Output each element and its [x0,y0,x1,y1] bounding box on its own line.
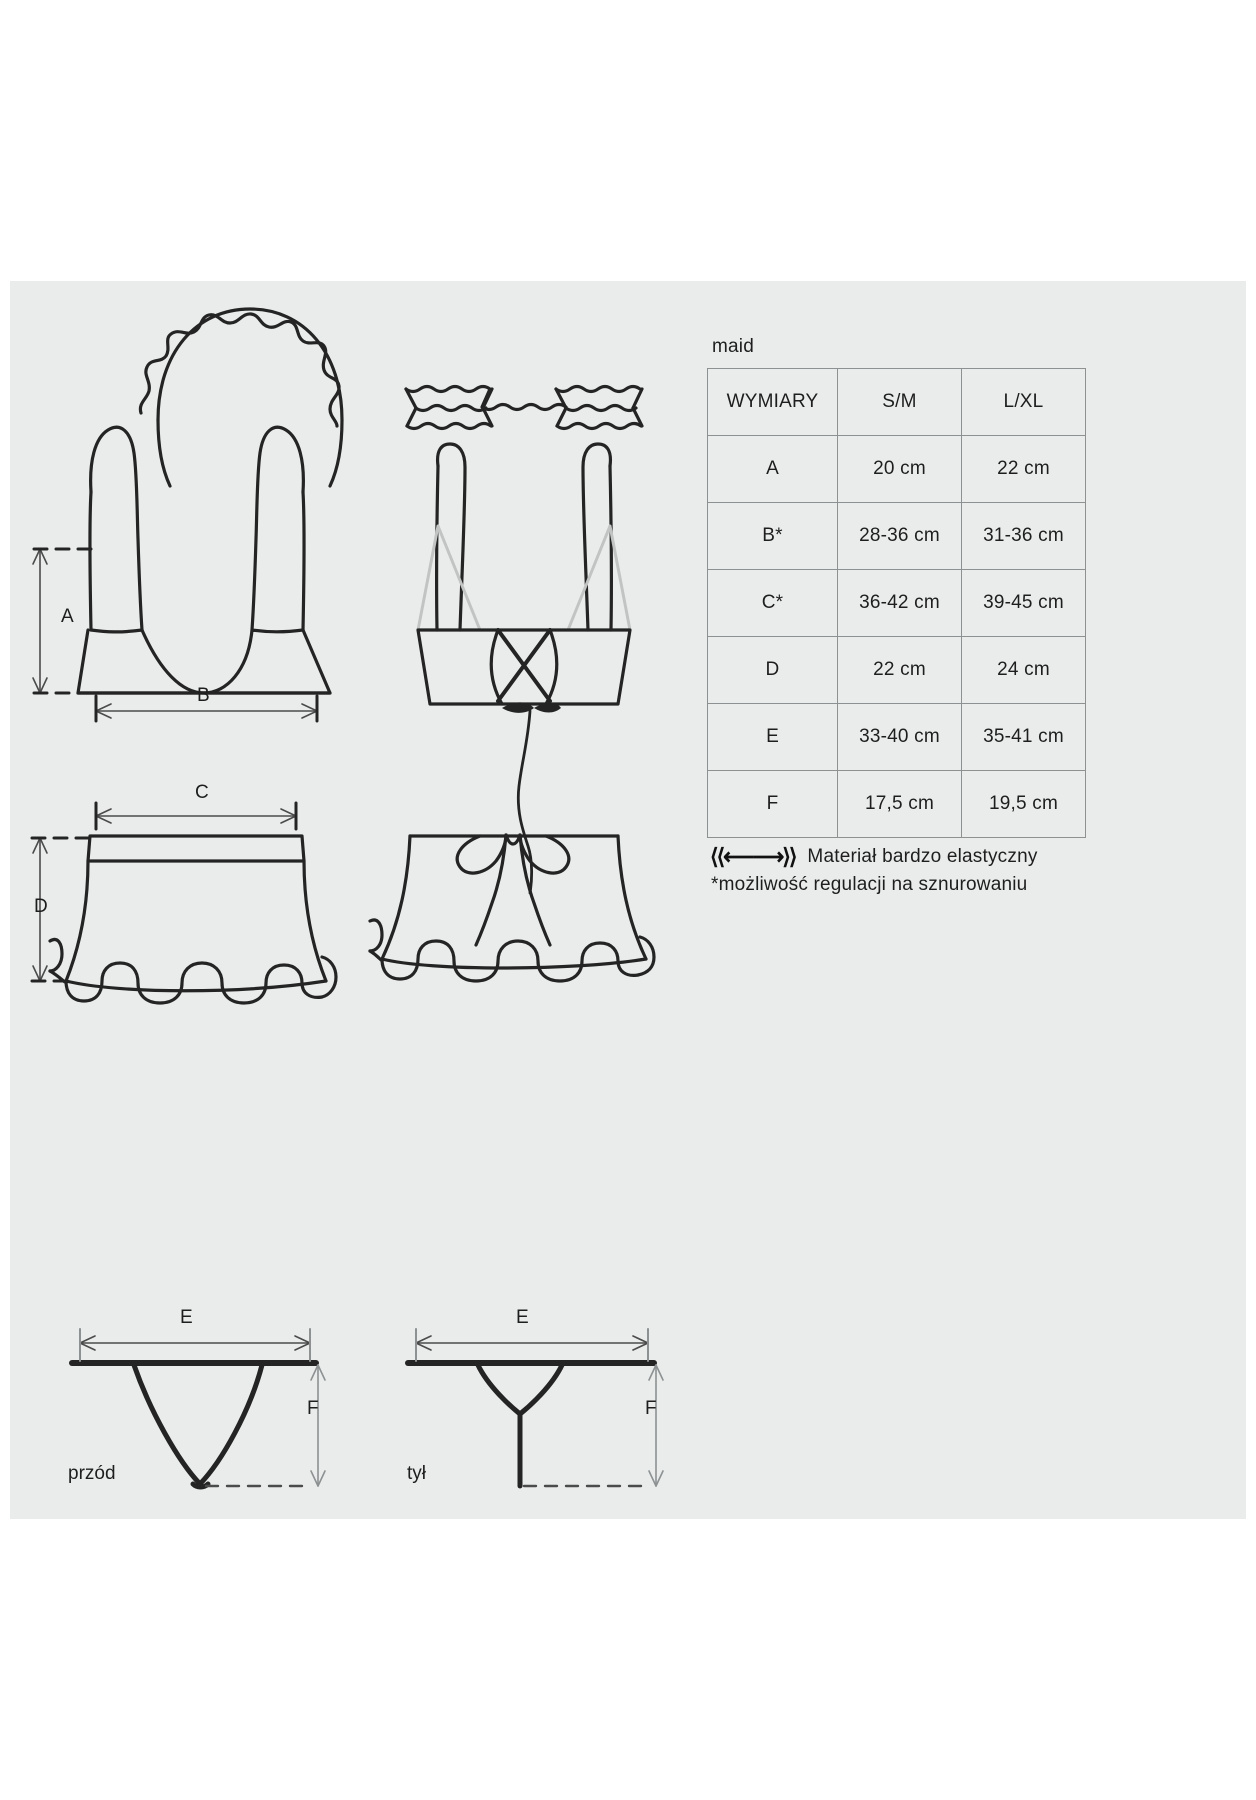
size-table: WYMIARY S/M L/XL A 20 cm 22 cm B* 28-36 … [707,368,1086,838]
dimension-label-d: D [34,896,48,917]
cell-lxl: 39-45 cm [961,569,1086,637]
table-row: B* 28-36 cm 31-36 cm [707,502,1086,570]
bra-back-illustration [404,384,644,895]
dimension-label-a: A [61,606,74,627]
skirt-front-illustration [48,834,338,1005]
row-label: A [707,435,838,503]
dimension-label-c: C [195,782,209,803]
size-table-container: maid WYMIARY S/M L/XL A 20 cm 22 cm B* 2… [707,336,1086,838]
dimension-c [94,801,298,831]
dimension-a [32,547,100,695]
row-label: B* [707,502,838,570]
elastic-note-row: ⟨⟨⟵⟶⟩⟩ Materiał bardzo elastyczny [710,846,1230,868]
dimension-label-e-back: E [516,1307,529,1328]
chart-caption: maid [712,336,754,357]
garment-illustrations [30,307,664,1490]
cell-lxl: 35-41 cm [961,703,1086,771]
table-row: E 33-40 cm 35-41 cm [707,703,1086,771]
adjustable-note-text: *możliwość regulacji na sznurowaniu [711,874,1028,895]
table-header-row: WYMIARY S/M L/XL [707,368,1086,436]
cell-sm: 20 cm [837,435,962,503]
stretch-arrow-icon: ⟨⟨⟵⟶⟩⟩ [710,844,797,869]
cell-sm: 36-42 cm [837,569,962,637]
row-label: F [707,770,838,838]
cell-sm: 17,5 cm [837,770,962,838]
column-header-lxl: L/XL [961,368,1086,436]
elastic-note-text: Materiał bardzo elastyczny [807,846,1038,867]
row-label: D [707,636,838,704]
dimension-f-back [522,1364,664,1488]
dimension-e-front [79,1328,311,1362]
dimension-b [94,694,319,723]
table-row: A 20 cm 22 cm [707,435,1086,503]
cell-lxl: 31-36 cm [961,502,1086,570]
table-row: C* 36-42 cm 39-45 cm [707,569,1086,637]
bra-front-illustration [76,425,332,695]
label-front: przód [68,1463,116,1484]
cell-lxl: 24 cm [961,636,1086,704]
headband-illustration [138,307,344,488]
dimension-label-f-back: F [645,1398,657,1419]
cell-sm: 33-40 cm [837,703,962,771]
row-label: C* [707,569,838,637]
skirt-back-illustration [368,833,656,983]
footnotes: ⟨⟨⟵⟶⟩⟩ Materiał bardzo elastyczny *możli… [710,846,1230,896]
cell-sm: 22 cm [837,636,962,704]
dimension-label-f-front: F [307,1398,319,1419]
table-row: F 17,5 cm 19,5 cm [707,770,1086,838]
column-header-sm: S/M [837,368,962,436]
cell-lxl: 19,5 cm [961,770,1086,838]
cell-lxl: 22 cm [961,435,1086,503]
cell-sm: 28-36 cm [837,502,962,570]
size-chart-sheet: A B C D E E F F przód tył maid WYMIARY S… [10,281,1246,1519]
dimension-label-e-front: E [180,1307,193,1328]
dimension-d [30,836,96,983]
table-row: D 22 cm 24 cm [707,636,1086,704]
column-header-dimensions: WYMIARY [707,368,838,436]
dimension-e-back [415,1328,649,1362]
label-back: tył [407,1463,426,1484]
thong-back-illustration [405,1360,657,1489]
dimension-f-front [204,1364,326,1488]
row-label: E [707,703,838,771]
dimension-label-b: B [197,685,210,706]
